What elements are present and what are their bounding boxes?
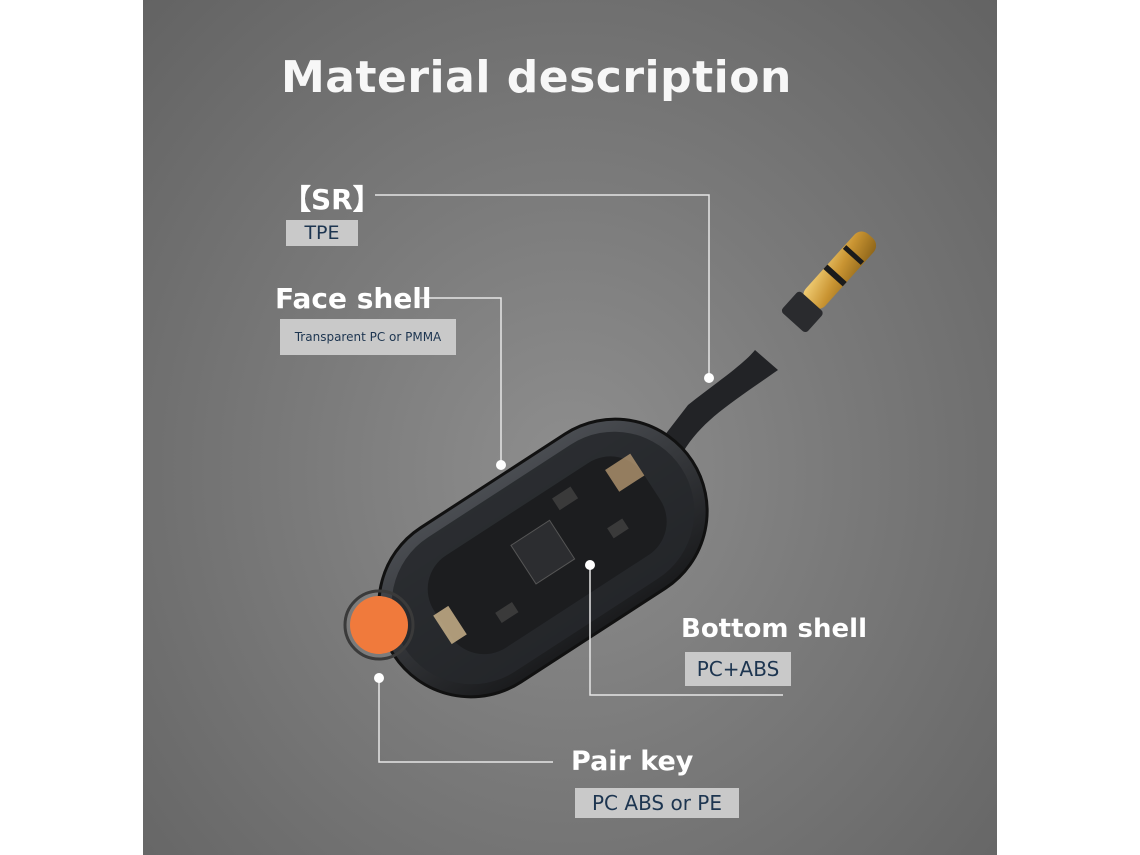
pair-key-button xyxy=(350,596,408,654)
bottom-shell-material-tag: PC+ABS xyxy=(685,652,791,686)
bottom-shell-label: Bottom shell xyxy=(681,614,867,644)
product-panel: Material description xyxy=(143,0,997,855)
sr-material-tag: TPE xyxy=(286,220,358,246)
leader-dots xyxy=(374,373,714,683)
adapter-body xyxy=(343,417,709,699)
pair-key-material-tag: PC ABS or PE xyxy=(575,788,739,818)
product-illustration xyxy=(343,194,877,763)
face-shell-label: Face shell xyxy=(275,282,432,315)
pair-key-label: Pair key xyxy=(571,746,694,777)
face-shell-material-tag: Transparent PC or PMMA xyxy=(280,319,456,355)
audio-plug xyxy=(661,231,877,452)
leader-lines xyxy=(375,194,783,763)
sr-label: 【SR】 xyxy=(283,183,381,216)
page-title: Material description xyxy=(281,52,792,103)
